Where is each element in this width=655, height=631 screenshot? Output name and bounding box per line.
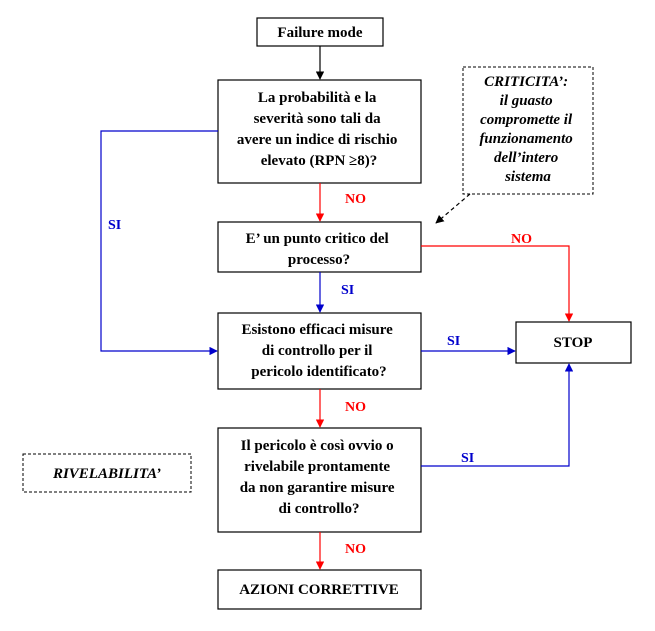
failure-mode-box <box>256 17 384 47</box>
stop-text: STOP <box>554 335 593 351</box>
arrow-q2-no <box>421 245 574 322</box>
label-q2-si: SI <box>341 283 354 298</box>
q2-box <box>217 221 422 273</box>
q3-text: Esistono efficaci misure di controllo pe… <box>241 322 396 380</box>
q3-box <box>217 312 422 390</box>
stop-box <box>515 321 632 364</box>
q4-box <box>217 427 422 533</box>
rivelabilita-note-text: RIVELABILITA’ <box>52 466 161 482</box>
q4-text: Il pericolo è così ovvio o rivelabile pr… <box>240 438 399 517</box>
q1-box <box>217 79 422 184</box>
criticita-note-text: CRITICITA’: il guasto compromette il fun… <box>479 74 576 185</box>
azioni-correttive-box <box>217 569 422 610</box>
criticita-note-box <box>462 66 594 195</box>
label-q3-no: NO <box>345 400 366 415</box>
label-q1-si: SI <box>108 218 121 233</box>
rivelabilita-note-box <box>22 453 192 493</box>
arrow-criticita-to-q2 <box>435 193 471 224</box>
arrow-q1-si <box>100 130 218 356</box>
q2-text: E’ un punto critico del processo? <box>246 231 393 268</box>
label-q3-si: SI <box>447 334 460 349</box>
label-q4-no: NO <box>345 542 366 557</box>
failure-mode-text: Failure mode <box>277 25 362 41</box>
q1-text: La probabilità e la severità sono tali d… <box>237 90 401 169</box>
label-q1-no: NO <box>345 192 366 207</box>
label-q2-no: NO <box>511 232 532 247</box>
azioni-correttive-text: AZIONI CORRETTIVE <box>239 582 399 598</box>
arrow-q4-si <box>421 363 574 467</box>
label-q4-si: SI <box>461 451 474 466</box>
